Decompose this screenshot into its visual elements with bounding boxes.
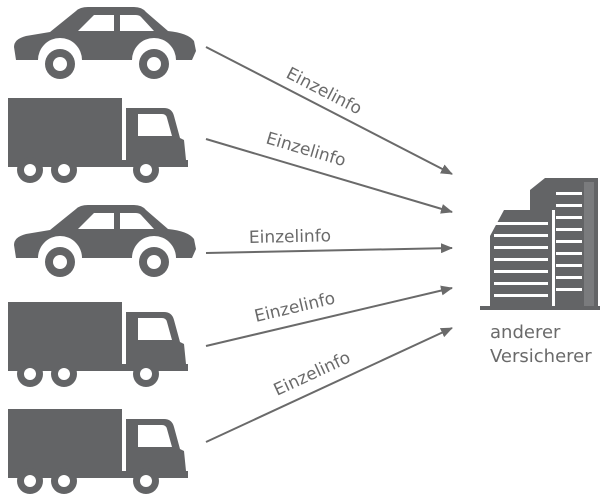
insurer-node: anderer Versicherer bbox=[480, 178, 600, 367]
edge-label-4: Einzelinfo bbox=[253, 288, 338, 326]
edge-label-2: Einzelinfo bbox=[264, 129, 349, 172]
arrow-edge-2 bbox=[205, 138, 453, 214]
arrows bbox=[205, 46, 453, 443]
office-building-icon bbox=[480, 178, 600, 310]
edge-label-3: Einzelinfo bbox=[249, 226, 332, 248]
arrow-edge-3 bbox=[205, 243, 453, 254]
arrow-edge-1 bbox=[205, 46, 453, 175]
car-icon bbox=[14, 205, 196, 277]
vehicles-column bbox=[8, 7, 196, 494]
arrow-edge-5 bbox=[205, 327, 453, 443]
edge-label-1: Einzelinfo bbox=[283, 64, 365, 119]
edge-labels: Einzelinfo Einzelinfo Einzelinfo Einzeli… bbox=[249, 64, 365, 401]
truck-icon bbox=[8, 409, 188, 494]
insurer-label-line2: Versicherer bbox=[490, 346, 592, 367]
insurer-label-line1: anderer bbox=[490, 322, 561, 343]
car-icon bbox=[14, 7, 196, 79]
truck-icon bbox=[8, 302, 188, 387]
truck-icon bbox=[8, 98, 188, 183]
arrow-edge-4 bbox=[205, 285, 453, 347]
